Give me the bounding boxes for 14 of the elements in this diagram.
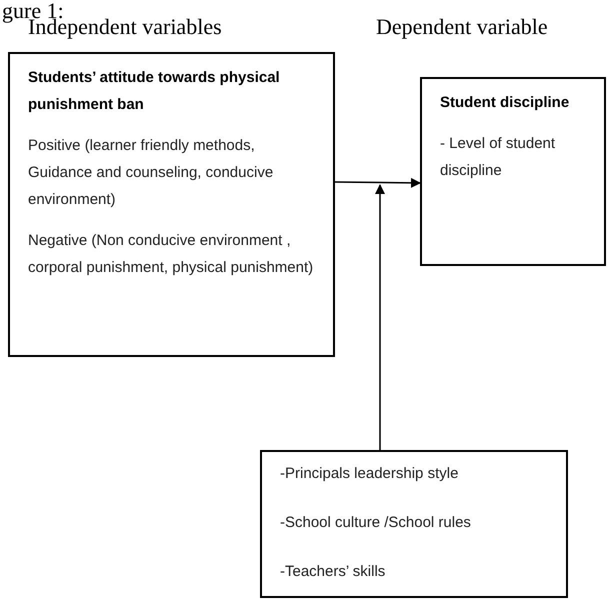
box-text: -Teachers’ skills	[280, 562, 386, 582]
box-heading: Students’ attitude towards physical punishment ban	[28, 68, 281, 115]
arrow	[375, 184, 385, 450]
arrow	[334, 178, 421, 188]
factor-box	[8, 52, 335, 357]
column-heading: Dependent variable	[376, 16, 548, 38]
box-text: Negative (Non conducive environment , corporal punishment, physical punishment)	[28, 231, 314, 278]
factor-box	[260, 450, 568, 598]
box-text: -Principals leadership style	[280, 464, 460, 484]
box-text: Positive (learner friendly methods, Guidance and counseling, conducive environment)	[28, 136, 274, 210]
box-heading: Student discipline	[440, 93, 570, 113]
box-text: - Level of student discipline	[440, 134, 556, 181]
outcome-box	[420, 77, 606, 266]
box-text: -School culture /School rules	[280, 513, 472, 533]
